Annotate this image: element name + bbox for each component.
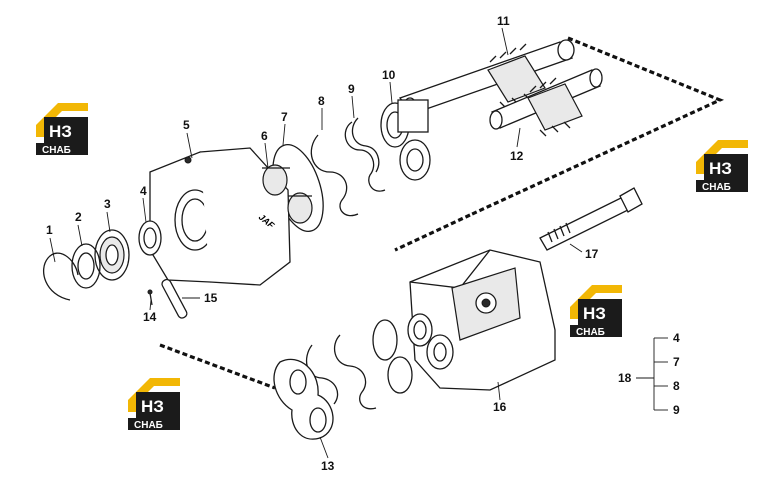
kit-item-2: 7 — [673, 355, 680, 369]
part-13-wear-plate — [273, 358, 334, 440]
watermark-logo-4: НЗ СНАБ — [128, 378, 180, 431]
assembly-dashed-line-top — [469, 36, 725, 217]
callout-2: 2 — [75, 210, 82, 224]
callout-10: 10 — [382, 68, 396, 82]
kit-bracket — [636, 337, 668, 411]
part-12-driven-shaft — [489, 68, 603, 137]
part-2-washer — [71, 243, 101, 289]
logo-mark: НЗ — [709, 159, 732, 178]
watermark-logo-1: НЗ СНАБ — [36, 103, 88, 156]
part-17-bolt — [539, 187, 643, 251]
logo-mark: НЗ — [141, 397, 164, 416]
callout-11: 11 — [497, 14, 510, 28]
logo-word: СНАБ — [134, 420, 163, 431]
logo-mark: НЗ — [49, 122, 72, 141]
callout-14: 14 — [143, 310, 157, 324]
part-9-seal-ring — [344, 117, 386, 192]
callout-5: 5 — [183, 118, 190, 132]
logo-mark: НЗ — [583, 304, 606, 323]
assembly-dashed-line-bottom — [159, 343, 276, 390]
callout-17: 17 — [585, 247, 599, 261]
logo-word: СНАБ — [702, 182, 731, 193]
part-6-bushings — [262, 164, 313, 224]
callout-6: 6 — [261, 129, 268, 143]
part-14-pin — [147, 289, 153, 306]
kit-item-1: 4 — [673, 331, 680, 345]
part-4-shaft-seal — [138, 220, 162, 256]
part-3-bearing — [94, 229, 130, 281]
watermark-logo-3: НЗ СНАБ — [570, 285, 622, 338]
callout-3: 3 — [104, 197, 111, 211]
logo-word: СНАБ — [576, 327, 605, 338]
assembly-dashed-line-link — [394, 213, 471, 252]
callout-16: 16 — [493, 400, 507, 414]
part-15-key — [161, 278, 188, 319]
callout-4: 4 — [140, 184, 147, 198]
callout-7: 7 — [281, 110, 288, 124]
watermark-logo-2: НЗ СНАБ — [696, 140, 748, 193]
callout-8: 8 — [318, 94, 325, 108]
part-10-spline-ring — [380, 99, 431, 181]
kit-item-4: 9 — [673, 403, 680, 417]
callout-1: 1 — [46, 223, 53, 237]
part-16-pump-body — [407, 249, 556, 391]
part-8-backup-ring — [310, 134, 359, 217]
part-1-retaining-ring — [43, 252, 79, 301]
leader-lines — [49, 27, 583, 459]
kit-item-3: 8 — [673, 379, 680, 393]
callout-9: 9 — [348, 82, 355, 96]
callout-12: 12 — [510, 149, 524, 163]
kit-label: 18 — [618, 371, 632, 385]
callout-13: 13 — [321, 459, 335, 473]
logo-word: СНАБ — [42, 145, 71, 156]
callout-15: 15 — [204, 291, 218, 305]
rear-seal-rings — [305, 319, 413, 410]
